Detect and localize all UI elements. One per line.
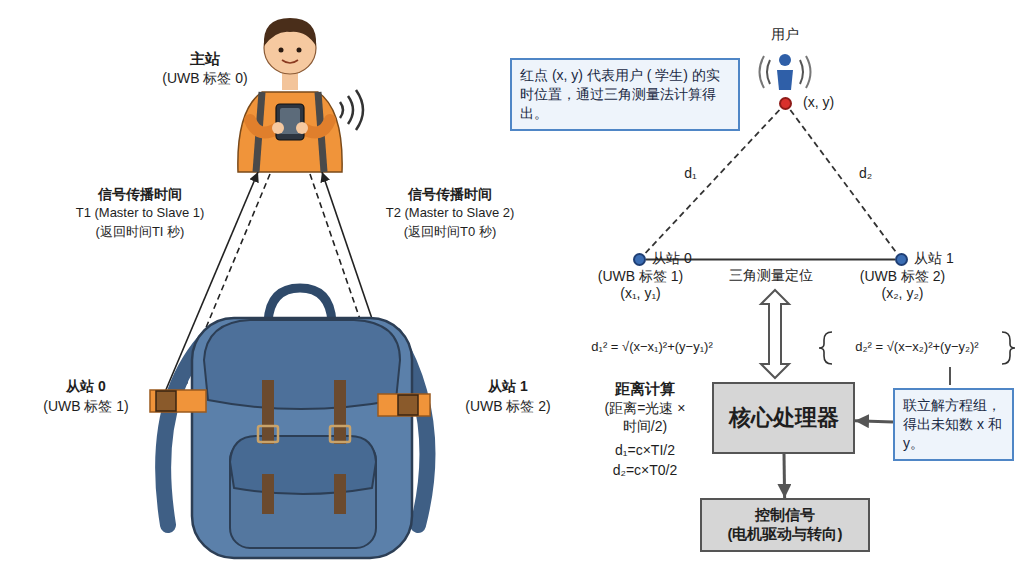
student-figure [238, 18, 363, 172]
edge-label: d₂ [856, 165, 875, 183]
label-text: 信号传播时间 [408, 186, 492, 204]
label-text: d₂=c×T0/2 [613, 462, 678, 480]
double-arrow [761, 290, 789, 378]
label-text: 距离计算 [615, 380, 675, 399]
edge-label: 三角测量定位 [726, 267, 816, 285]
label-text: T1 (Master to Slave 1) [76, 205, 205, 221]
node-text: 从站 1 [840, 250, 965, 268]
label-text: 从站 0 [66, 378, 106, 396]
node-text: (UWB 标签 2) [840, 268, 965, 286]
callout-box: 红点 (x, y) 代表用户 ( 学生) 的实时位置，通过三角测量法计算得出。 [510, 58, 740, 131]
connector [855, 421, 893, 422]
position-dot [895, 253, 908, 266]
backpack [150, 288, 430, 558]
label-text: d₂² = √(x−x₂)²+(y−y₂)² [855, 339, 978, 355]
connector [646, 110, 780, 253]
label-text: 信号传播时间 [98, 186, 182, 204]
connector [783, 454, 787, 498]
node-text: (电机驱动与转向) [708, 525, 862, 544]
node-text: 联立解方程组，得出未知数 x 和 y。 [903, 396, 1004, 453]
leader-line [949, 367, 951, 385]
node-text: 控制信号 [708, 506, 862, 525]
connector [790, 110, 896, 253]
slave-station: 从站 0(UWB 标签 1)(x₁, y₁) [578, 250, 703, 303]
edge-label: d₁ [681, 165, 700, 183]
user-marker: 用户 (x, y) [745, 26, 857, 118]
label-text: (UWB 标签 2) [465, 398, 551, 416]
label-text: (返回时间T0 秒) [404, 224, 496, 240]
node-text: (x₁, y₁) [578, 285, 703, 303]
bracket [819, 332, 832, 364]
control-box: 控制信号(电机驱动与转向) [700, 498, 870, 552]
slave-station: 从站 1(UWB 标签 2)(x₂, y₂) [840, 250, 965, 303]
node-text: 核心处理器 [729, 404, 839, 432]
node-text: 红点 (x, y) 代表用户 ( 学生) 的实时位置，通过三角测量法计算得出。 [520, 66, 730, 123]
label-text: 主站 [190, 50, 220, 69]
label-text: (UWB 标签 0) [162, 70, 248, 88]
user-icon [760, 54, 811, 90]
label-text: T2 (Master to Slave 2) [386, 205, 515, 221]
node-text: (UWB 标签 1) [578, 268, 703, 286]
equation-box: 联立解方程组，得出未知数 x 和 y。 [893, 388, 1014, 461]
processor-box: 核心处理器 [712, 382, 855, 454]
bracket [1002, 332, 1015, 364]
uwb-tag [378, 394, 430, 416]
label-text: 从站 1 [488, 378, 528, 396]
position-dot [633, 253, 646, 266]
label-text: d₁² = √(x−x₁)²+(y−y₁)² [591, 339, 712, 355]
label-text: d₁=c×TI/2 [615, 442, 675, 460]
label-text: (返回时间TI 秒) [96, 224, 185, 240]
label-text: (UWB 标签 1) [43, 398, 129, 416]
node-text: (x₂, y₂) [840, 285, 965, 303]
uwb-tag [150, 390, 206, 412]
position-dot [779, 97, 792, 110]
label-text: (距离=光速 ×时间/2) [598, 400, 692, 435]
node-text: 从站 0 [578, 250, 703, 268]
node-text: (x, y) [803, 94, 834, 112]
node-text: 用户 [745, 26, 825, 44]
